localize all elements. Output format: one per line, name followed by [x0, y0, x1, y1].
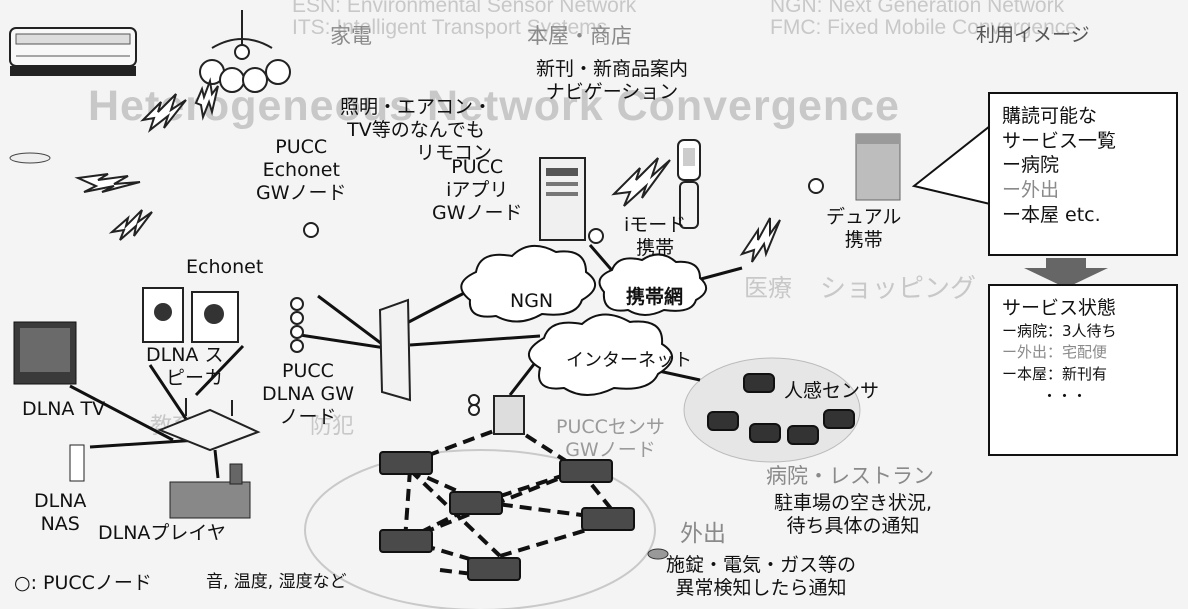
service-status-item: ・・・	[1042, 386, 1088, 405]
outside-description: 施錠・電気・ガス等の 異常検知したら通知	[666, 554, 857, 599]
header-bookstore: 本屋・商店	[527, 24, 632, 48]
bg-watermark-tag-security: 防犯	[310, 413, 355, 438]
bg-abbrev-esn: ESN: Environmental Sensor Network	[292, 0, 637, 17]
legend-pucc-node: ○: PUCCノード	[14, 572, 152, 594]
server-gw-node-icon	[378, 298, 412, 402]
header-usage-image: 利用イメージ	[976, 24, 1090, 46]
ngn-label: NGN	[510, 290, 554, 312]
dlna-hub-icon	[157, 398, 261, 452]
header-appliances: 家電	[330, 24, 372, 48]
dlna-speaker-label: DLNA ス ピーカ	[146, 344, 224, 389]
motion-sensor-icons	[707, 373, 855, 445]
usage-callout-pointer	[911, 123, 991, 206]
service-status-item: ー外出：宅配便	[1002, 343, 1108, 362]
service-list-item: ー病院	[1002, 154, 1060, 177]
dual-phone-label: デュアル 携帯	[826, 206, 902, 251]
pucc-node-symbol-icon: ○	[14, 572, 31, 594]
remote-description: 照明・エアコン・ TV等のなんでも リモコン	[340, 96, 493, 164]
service-status-title: サービス状態	[1002, 297, 1117, 319]
sensor-gw-box-icon	[493, 395, 525, 435]
service-list-title-2: サービス一覧	[1002, 129, 1117, 152]
dlna-tv-icon	[13, 321, 77, 385]
bg-abbrev-ngn: NGN: Next Generation Network	[770, 0, 1065, 17]
sensor-disc-icon	[647, 548, 669, 560]
echonet-label: Echonet	[186, 256, 264, 278]
legend-sensing-label: 音, 温度, 湿度など	[206, 572, 347, 592]
service-list-panel: 購読可能な サービス一覧 ー病院 ー外出 ー本屋 etc.	[988, 92, 1178, 256]
dlna-nas-icon	[69, 444, 85, 482]
mobile-network-label: 携帯網	[626, 286, 684, 308]
dish-icon	[9, 152, 51, 164]
ngn-cloud	[460, 245, 596, 323]
bg-watermark-title: Heterogeneous Network Convergence	[88, 82, 900, 130]
dlna-tv-label: DLNA TV	[22, 398, 106, 420]
wireless-bolt-icons	[74, 77, 781, 263]
service-list-item: ー本屋 etc.	[1002, 203, 1101, 226]
dlna-gw-label: PUCC DLNA GW ノード	[262, 360, 354, 428]
imode-label: iモード 携帯	[624, 214, 687, 259]
imode-phone-icon	[677, 139, 701, 229]
bookstore-description: 新刊・新商品案内 ナビゲーション	[536, 58, 689, 103]
service-status-item: ー本屋：新刊有	[1002, 365, 1108, 384]
service-list-item: ー外出	[1002, 179, 1060, 202]
cloud-shapes	[460, 245, 707, 396]
internet-cloud	[528, 313, 673, 396]
service-status-item: ー病院：3人待ち	[1002, 321, 1117, 340]
dlna-player-icon	[169, 463, 251, 519]
bg-watermark-subtitle: ショッピング	[820, 273, 977, 303]
bg-watermark-tag-medical: 医療	[744, 275, 792, 302]
echonet-gw-label: PUCC Echonet GWノード	[256, 136, 347, 204]
arrow-down-icon	[1024, 258, 1108, 288]
outside-area-ellipse	[304, 449, 656, 609]
dlna-speaker-icon	[142, 287, 239, 343]
sensor-gw-label: PUCCセンサ GWノード	[556, 416, 665, 461]
dlna-player-label: DLNAプレイヤ	[98, 522, 226, 544]
hospital-description: 駐車場の空き状況, 待ち具体の通知	[774, 492, 933, 537]
internet-label: インターネット	[566, 350, 692, 371]
service-list-title-1: 購読可能な	[1002, 105, 1098, 127]
chandelier-icon	[199, 10, 291, 93]
iappli-gw-label: PUCC iアプリ GWノード	[432, 156, 523, 224]
pucc-node-icons	[290, 178, 824, 416]
sensor-node-icons	[379, 451, 635, 581]
air-conditioner-icon	[9, 27, 137, 76]
motion-sensor-label: 人感センサ	[784, 380, 880, 402]
dlna-nas-label: DLNA NAS	[34, 490, 87, 535]
network-links	[69, 244, 743, 479]
header-hospital: 病院・レストラン	[766, 464, 934, 488]
header-outside: 外出	[680, 521, 726, 547]
dual-phone-icon	[855, 133, 901, 201]
bookstore-pc-icon	[539, 157, 586, 241]
mobile-cloud	[598, 253, 707, 316]
bg-abbrev-its: ITS: Intelligent Transport Systems	[292, 16, 608, 39]
service-status-panel: サービス状態 ー病院：3人待ち ー外出：宅配便 ー本屋：新刊有 ・・・	[988, 284, 1178, 456]
bg-abbrev-fmc: FMC: Fixed Mobile Convergence	[770, 16, 1077, 39]
